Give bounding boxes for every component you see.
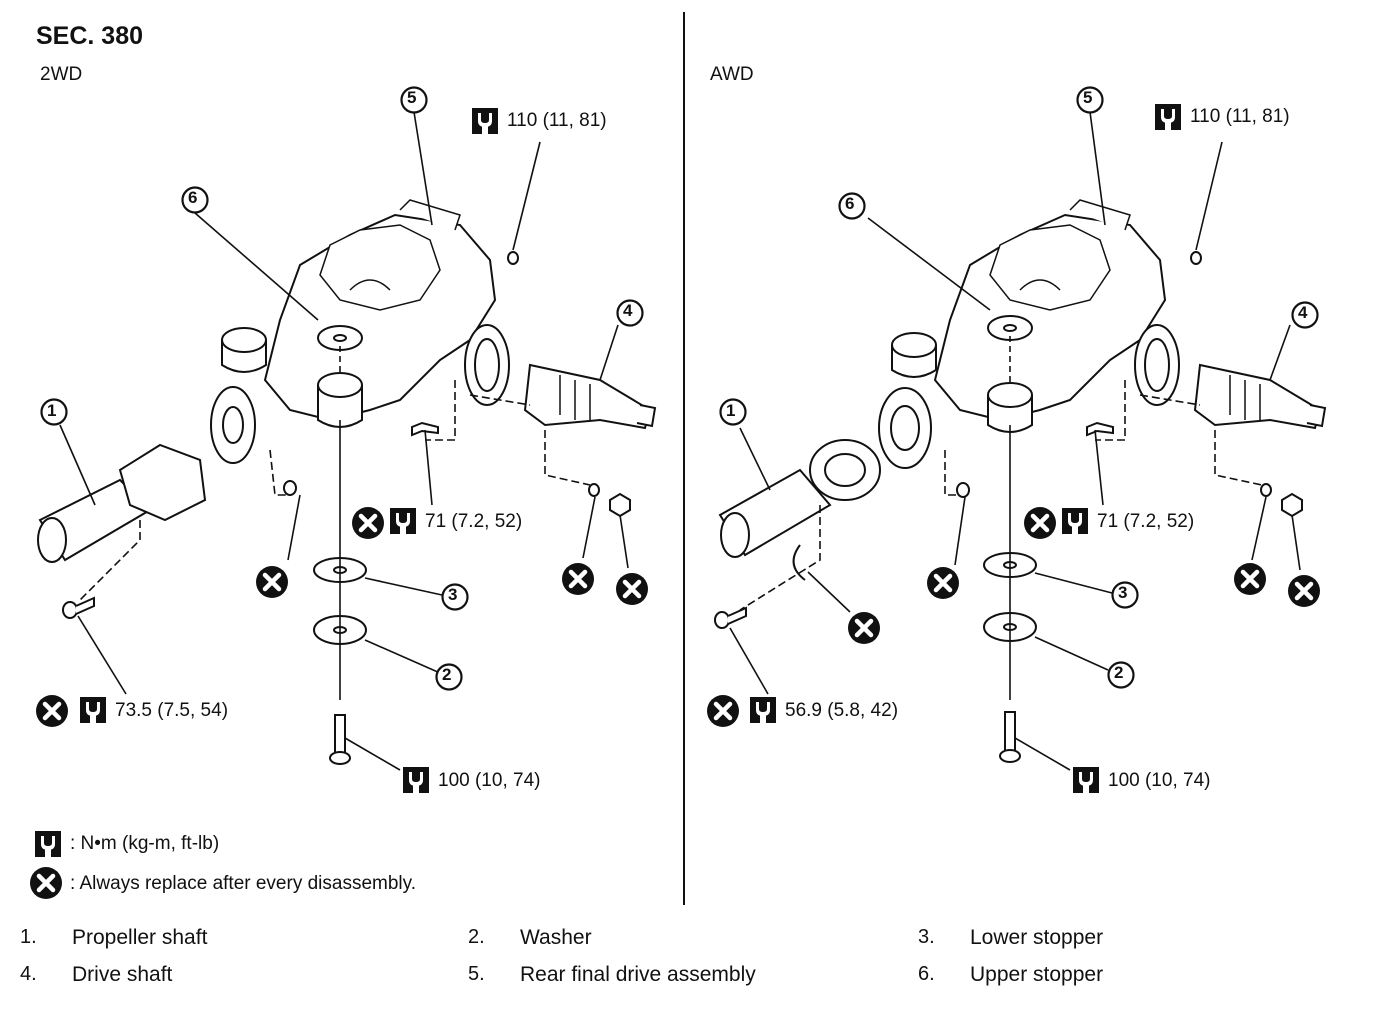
part-name-1: Propeller shaft — [72, 926, 208, 949]
torque-left-73: 73.5 (7.5, 54) — [115, 700, 229, 721]
part-name-6: Upper stopper — [970, 963, 1104, 986]
legend-replace-icon — [30, 867, 62, 899]
callout-4-left: 4 — [623, 301, 633, 320]
part-name-2: Washer — [520, 926, 592, 949]
callout-5-left: 5 — [407, 88, 417, 107]
part-name-4: Drive shaft — [72, 963, 173, 986]
torque-left-71: 71 (7.2, 52) — [425, 511, 523, 532]
callout-2-left: 2 — [442, 665, 452, 684]
legend-replace-note: : Always replace after every disassembly… — [70, 873, 417, 894]
part-name-3: Lower stopper — [970, 926, 1104, 949]
torque-right-71: 71 (7.2, 52) — [1097, 511, 1195, 532]
callout-1-right: 1 — [726, 401, 736, 420]
callout-2-right: 2 — [1114, 663, 1124, 682]
left-leaders — [59, 111, 629, 771]
legend-torque-unit: : N•m (kg-m, ft-lb) — [70, 833, 220, 854]
part-name-5: Rear final drive assembly — [520, 963, 756, 986]
legend-wrench-icon — [35, 831, 61, 857]
part-num-5: 5. — [468, 963, 485, 985]
part-num-1: 1. — [20, 926, 37, 948]
right-wrench-icons — [750, 104, 1181, 793]
variant-2wd-label: 2WD — [40, 64, 83, 85]
callout-3-right: 3 — [1118, 583, 1128, 602]
callout-1-left: 1 — [47, 401, 57, 420]
right-assembly — [714, 199, 1327, 763]
part-num-4: 4. — [20, 963, 37, 985]
torque-right-56: 56.9 (5.8, 42) — [785, 700, 899, 721]
callout-6-right: 6 — [845, 194, 855, 213]
part-num-3: 3. — [918, 926, 935, 948]
torque-right-110: 110 (11, 81) — [1190, 106, 1290, 127]
torque-right-100: 100 (10, 74) — [1108, 770, 1211, 791]
section-title: SEC. 380 — [36, 22, 144, 50]
right-leaders — [729, 111, 1301, 771]
torque-left-110: 110 (11, 81) — [507, 110, 607, 131]
variant-awd-label: AWD — [710, 64, 754, 85]
callout-6-left: 6 — [188, 188, 198, 207]
callout-4-right: 4 — [1298, 303, 1308, 322]
torque-left-100: 100 (10, 74) — [438, 770, 541, 791]
callout-3-left: 3 — [448, 585, 458, 604]
part-num-6: 6. — [918, 963, 935, 985]
part-num-2: 2. — [468, 926, 485, 948]
callout-5-right: 5 — [1083, 88, 1093, 107]
left-assembly — [37, 199, 657, 765]
